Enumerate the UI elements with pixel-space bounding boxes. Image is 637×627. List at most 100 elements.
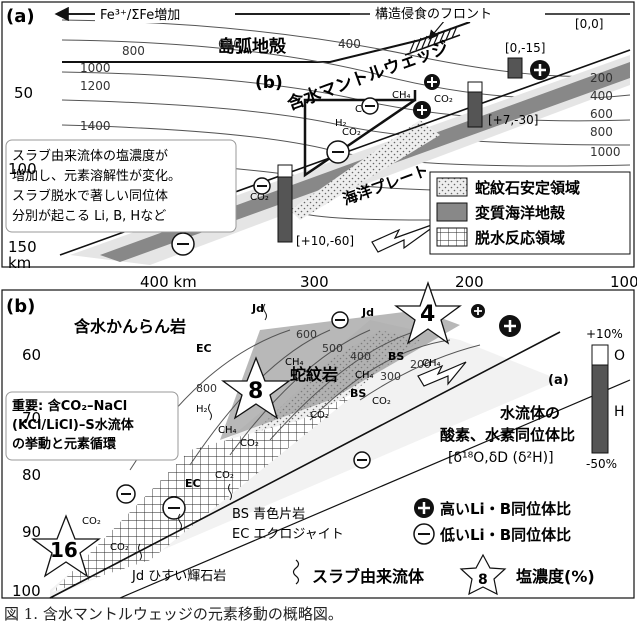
fluid-symbol: [292, 559, 300, 585]
note-line: 増加し、元素溶解性が変化。: [12, 168, 181, 184]
diagram-figure: Fe³⁺/ΣFe増加 構造侵食のフロント (a) [0,0] 島弧地殻 (b) …: [1, 1, 637, 600]
species-label: CH₄: [285, 357, 304, 368]
coord-label: [+7,-30]: [488, 113, 538, 127]
note-line: スラブ脱水で著しい同位体: [12, 188, 168, 204]
species-label: H₂: [335, 118, 347, 129]
depth-label: 100: [8, 160, 37, 178]
coord-label: [+10,-60]: [296, 234, 354, 248]
iso-label: 800: [196, 382, 217, 395]
panel-a: Fe³⁺/ΣFe増加 構造侵食のフロント (a) [0,0] 島弧地殻 (b) …: [1, 1, 637, 291]
species-label: CH₄: [422, 358, 441, 369]
depth-label: 100: [12, 582, 41, 600]
altered-crust-region: [220, 310, 460, 440]
serpentinite-label: 蛇紋岩: [290, 365, 338, 384]
depth-label: 70: [22, 409, 41, 427]
depth-label: 150: [8, 238, 37, 256]
legend-low: 低いLi・B同位体比: [439, 526, 571, 544]
iso-label: 300: [380, 370, 401, 383]
low-isotope-symbol: [253, 177, 271, 195]
island-crust-label: 島弧地殻: [218, 36, 287, 57]
fluid-text: 水流体の: [500, 404, 560, 422]
corner-coord: [0,0]: [575, 17, 603, 31]
note-box: [5, 139, 237, 233]
legend-a: 蛇紋石安定領域 変質海洋地殻 脱水反応領域: [429, 171, 631, 255]
low-isotope-symbol: [353, 451, 371, 469]
bs-label: BS: [350, 387, 366, 400]
iso-label: 800: [122, 44, 145, 58]
isotope-bar: [507, 57, 523, 79]
species-label: CO₂: [310, 410, 329, 421]
iso-label: 1000: [80, 61, 111, 75]
high-isotope-symbol: [413, 101, 431, 119]
legend-ec: EC エクロジャイト: [232, 527, 344, 542]
iso-label: 400: [590, 89, 613, 103]
fluid-squiggles: [138, 303, 267, 561]
x-label: 100: [610, 273, 637, 291]
iso-label: 200: [590, 71, 613, 85]
x-label: 400 km: [140, 273, 197, 291]
note-box: [5, 391, 179, 461]
bar-top-label: +10%: [586, 327, 623, 341]
star-value: 16: [50, 538, 78, 562]
bar-a-label: (a): [548, 373, 569, 388]
ec-label: EC: [196, 342, 212, 355]
fluid-text: [δ¹⁸O,δD (δ²H)]: [448, 450, 554, 466]
salinity-star: 8: [221, 356, 291, 420]
depth-label: 90: [22, 523, 41, 541]
dehydration-region: [52, 390, 360, 592]
depth-label: 60: [22, 346, 41, 364]
fe-arrow-label: Fe³⁺/ΣFe増加: [100, 8, 180, 23]
species-label: CO₂: [110, 542, 129, 553]
species-label: CH₄: [392, 90, 411, 101]
fluid-text: 酸素、水素同位体比: [440, 426, 575, 444]
species-label: CO₂: [434, 94, 453, 105]
jd-label: Jd: [251, 302, 264, 315]
panel-b: 800 600 500 400 300 200 (b) 含水かんらん岩 蛇紋岩 …: [1, 281, 635, 600]
low-isotope-symbol: [171, 232, 195, 256]
legend-salt: 塩濃度(%): [516, 567, 595, 586]
iso-label: 400: [350, 350, 371, 363]
subduction-arrow: [371, 221, 441, 253]
legend-jd: Jd ひすい輝石岩: [131, 569, 226, 584]
note-line: の挙動と元素循環: [12, 436, 117, 452]
coord-label: [0,-15]: [505, 41, 545, 55]
salinity-star: 4: [394, 281, 462, 345]
bar-bottom-label: -50%: [586, 457, 617, 471]
species-label: CO₂: [215, 470, 234, 481]
figure-caption: 図 1. 含水マントルウェッジの元素移動の概略図。: [4, 605, 343, 623]
depth-label: 80: [22, 466, 41, 484]
species-label: CH₄: [355, 370, 374, 381]
species-label: CO₂: [240, 438, 259, 449]
legend-serpentine: 蛇紋石安定領域: [475, 179, 580, 197]
iso-label: 1000: [590, 145, 621, 159]
iso-label: 600: [218, 37, 241, 51]
subduction-arrow: [417, 361, 467, 387]
species-label: H₂: [196, 404, 208, 415]
high-isotope-symbol: [499, 315, 521, 337]
km-label: km: [8, 254, 31, 272]
fluid-isotope-bar: [591, 344, 609, 454]
high-isotope-symbol: [530, 60, 550, 80]
iso-label: 600: [296, 328, 317, 341]
note-line: スラブ由来流体の塩濃度が: [12, 148, 168, 164]
isotope-bar: [467, 81, 483, 128]
legend-salt-num: 8: [478, 572, 488, 588]
note-line: (KCl/LiCl)–S水流体: [12, 417, 135, 433]
x-label: 200: [455, 273, 484, 291]
species-label: CH₄: [218, 425, 237, 436]
panel-a-label: (a): [6, 6, 35, 27]
iso-label: 600: [590, 107, 613, 121]
ec-label: EC: [185, 477, 201, 490]
low-isotope-symbol: [361, 97, 379, 115]
iso-label: 500: [322, 342, 343, 355]
species-label: CO₂: [342, 127, 361, 138]
inset-b-label: (b): [255, 73, 283, 93]
legend-b: 高いLi・B同位体比 低いLi・B同位体比 BS 青色片岩 EC エクロジャイト…: [131, 498, 595, 596]
species-label: CO₂: [250, 192, 269, 203]
star-value: 4: [420, 302, 435, 327]
inset-b-box: [303, 90, 417, 178]
iso-label: 1200: [80, 79, 111, 93]
salinity-legend-star: [459, 553, 507, 596]
bar-o-label: O: [614, 348, 625, 364]
isotope-bar: [277, 164, 293, 243]
